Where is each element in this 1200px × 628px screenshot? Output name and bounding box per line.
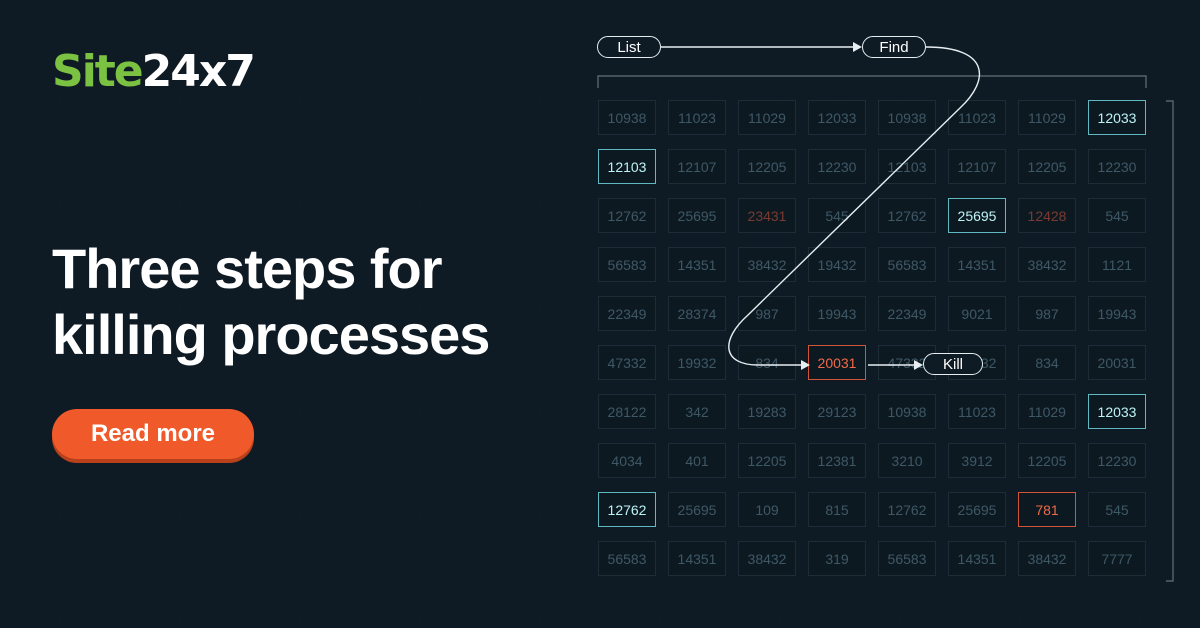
grid-cell: 56583 [878,247,936,282]
grid-cell: 12762 [878,492,936,527]
grid-cell: 56583 [598,247,656,282]
grid-right-bracket [1166,100,1174,582]
grid-cell: 4034 [598,443,656,478]
grid-cell: 12428 [1018,198,1076,233]
grid-cell: 22349 [598,296,656,331]
process-id-grid: 10938 11023 11029 12033 10938 11023 11029 12033… [598,100,1148,582]
grid-cell: 11029 [1018,394,1076,429]
step-list-pill: List [597,36,661,58]
grid-cell: 38432 [1018,541,1076,576]
grid-cell: 56583 [878,541,936,576]
grid-cell: 319 [808,541,866,576]
grid-cell: 20031 [808,345,866,380]
grid-cell: 29123 [808,394,866,429]
grid-cell: 815 [808,492,866,527]
grid-cell: 19283 [738,394,796,429]
grid-cell: 14351 [668,247,726,282]
grid-cell: 14351 [948,247,1006,282]
grid-cell: 7777 [1088,541,1146,576]
grid-cell: 3912 [948,443,1006,478]
grid-cell: 19943 [808,296,866,331]
grid-cell: 545 [1088,492,1146,527]
grid-cell: 3210 [878,443,936,478]
grid-cell: 987 [738,296,796,331]
grid-cell: 28374 [668,296,726,331]
grid-cell: 11023 [948,394,1006,429]
grid-cell: 25695 [668,198,726,233]
grid-cell: 19932 [668,345,726,380]
site24x7-logo[interactable]: Site24x7 [52,46,256,97]
grid-cell: 109 [738,492,796,527]
grid-cell: 12103 [878,149,936,184]
grid-cell: 38432 [738,247,796,282]
grid-cell: 10938 [878,100,936,135]
arrow-head-find [853,42,862,52]
step-kill-pill: Kill [923,353,983,375]
grid-cell: 987 [1018,296,1076,331]
page-title: Three steps for killing processes [52,236,552,368]
grid-cell: 781 [1018,492,1076,527]
grid-cell: 19943 [1088,296,1146,331]
grid-cell: 47332 [598,345,656,380]
grid-cell: 401 [668,443,726,478]
grid-cell: 56583 [598,541,656,576]
grid-top-bracket [597,75,1147,88]
grid-cell: 12107 [948,149,1006,184]
grid-cell: 14351 [948,541,1006,576]
grid-cell: 12762 [598,198,656,233]
logo-site-text: Site [52,46,144,97]
grid-cell: 12230 [808,149,866,184]
grid-cell: 12107 [668,149,726,184]
title-line-1: Three steps for [52,237,443,300]
grid-cell: 10938 [878,394,936,429]
grid-cell: 14351 [668,541,726,576]
grid-cell: 20031 [1088,345,1146,380]
grid-cell: 38432 [738,541,796,576]
grid-cell: 342 [668,394,726,429]
grid-cell: 834 [1018,345,1076,380]
grid-cell: 11029 [1018,100,1076,135]
read-more-button[interactable]: Read more [52,409,254,459]
grid-cell: 22349 [878,296,936,331]
grid-cell: 11023 [668,100,726,135]
grid-cell: 23431 [738,198,796,233]
grid-cell: 12762 [878,198,936,233]
grid-cell: 28122 [598,394,656,429]
grid-cell: 12762 [598,492,656,527]
grid-cell: 38432 [1018,247,1076,282]
grid-cell: 545 [808,198,866,233]
grid-cell: 12205 [738,443,796,478]
grid-cell: 12103 [598,149,656,184]
grid-cell: 25695 [668,492,726,527]
grid-cell: 12205 [1018,149,1076,184]
grid-cell: 12230 [1088,443,1146,478]
step-find-pill: Find [862,36,926,58]
grid-cell: 12230 [1088,149,1146,184]
grid-cell: 545 [1088,198,1146,233]
grid-cell: 1121 [1088,247,1146,282]
grid-cell: 12033 [1088,100,1146,135]
logo-24x7-text: 24x7 [141,46,256,97]
grid-cell: 19432 [808,247,866,282]
grid-cell: 11029 [738,100,796,135]
grid-cell: 10938 [598,100,656,135]
grid-cell: 9021 [948,296,1006,331]
grid-cell: 11023 [948,100,1006,135]
grid-cell: 12205 [738,149,796,184]
grid-cell: 12033 [1088,394,1146,429]
grid-cell: 12381 [808,443,866,478]
grid-cell: 25695 [948,492,1006,527]
title-line-2: killing processes [52,303,490,367]
grid-cell: 12033 [808,100,866,135]
grid-cell: 834 [738,345,796,380]
grid-cell: 25695 [948,198,1006,233]
grid-cell: 12205 [1018,443,1076,478]
